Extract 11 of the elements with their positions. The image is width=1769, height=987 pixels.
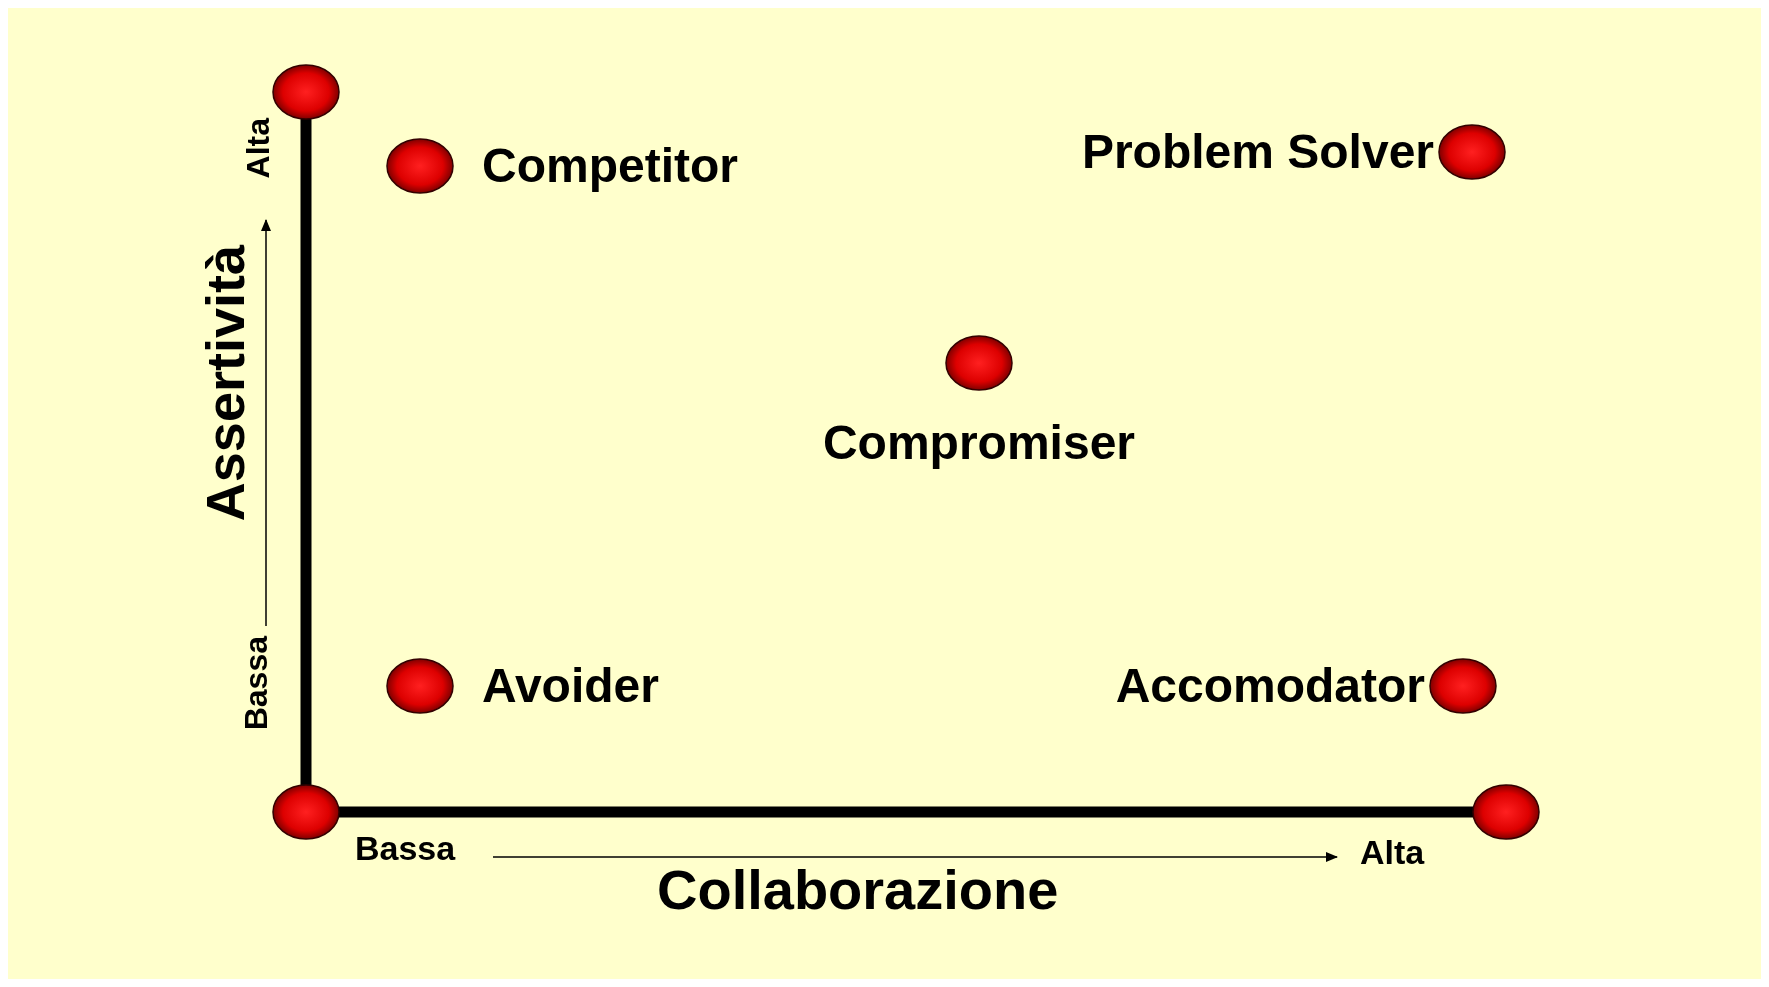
axis-title: Assertività xyxy=(198,245,252,522)
point-label: Accomodator xyxy=(1114,662,1425,710)
point-label: Avoider xyxy=(482,662,659,710)
axis-end-label: Alta xyxy=(242,118,274,179)
point-label: Problem Solver xyxy=(1080,128,1434,176)
axis-end-label: Alta xyxy=(1360,835,1425,869)
axis-end-label: Bassa xyxy=(355,831,456,865)
axis-end-label: Bassa xyxy=(240,636,272,731)
axis-title: Collaborazione xyxy=(657,862,1059,918)
point-label: Compromiser xyxy=(821,419,1137,467)
point-label: Competitor xyxy=(482,142,738,190)
